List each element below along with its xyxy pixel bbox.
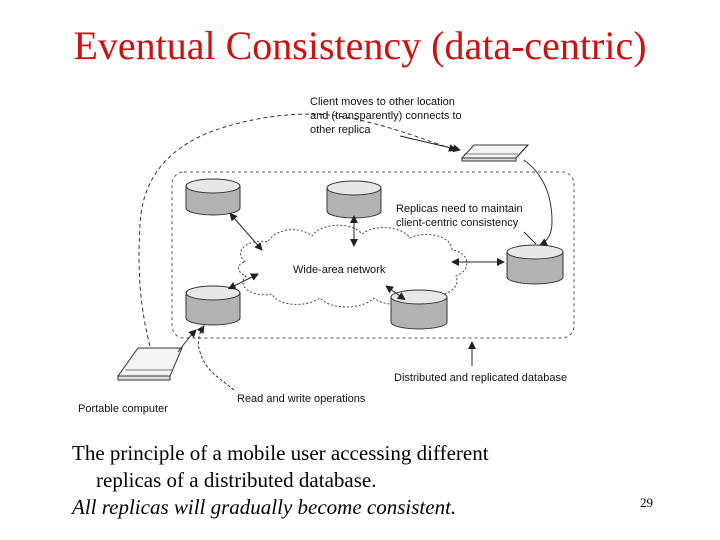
client-movement-path	[138, 113, 457, 347]
arrow-top-left-network	[229, 212, 263, 251]
label-distributed-db: Distributed and replicated database	[394, 372, 567, 384]
portable-replica-connection	[177, 329, 197, 353]
replica-top-left	[185, 178, 241, 216]
arrow-bottom-left-network	[227, 273, 259, 290]
laptop-replica-connection	[523, 159, 553, 246]
caption-line-3: All replicas will gradually become consi…	[72, 495, 457, 519]
arrow-bottom-center-network	[385, 285, 406, 301]
label-replicas-need-2: client-centric consistency	[396, 217, 519, 229]
slide-caption: The principle of a mobile user accessing…	[72, 440, 632, 521]
read-write-pointer	[196, 325, 235, 391]
label-client-moves-2: and (transparently) connects to	[310, 110, 462, 122]
replica-right	[506, 244, 564, 285]
database-boundary	[171, 171, 575, 339]
label-replicas-need-1: Replicas need to maintain	[396, 203, 523, 215]
replicas-need-pointer	[523, 231, 537, 245]
wide-area-network-cloud	[237, 224, 468, 308]
caption-line-2: replicas of a distributed database.	[96, 468, 377, 492]
slide-title: Eventual Consistency (data-centric)	[73, 23, 647, 68]
label-client-moves-1: Client moves to other location	[310, 96, 455, 108]
caption-line-1: The principle of a mobile user accessing…	[72, 441, 489, 465]
client-moves-pointer	[399, 135, 461, 153]
replica-top-center	[326, 180, 382, 219]
label-read-write: Read and write operations	[237, 393, 366, 405]
label-client-moves-3: other replica	[310, 124, 371, 136]
label-wide-area-network: Wide-area network	[293, 264, 386, 276]
label-portable-computer: Portable computer	[78, 403, 168, 415]
page-number: 29	[640, 495, 653, 510]
replica-bottom-left	[185, 285, 241, 326]
portable-computer-laptop	[117, 347, 183, 381]
laptop-top-right	[460, 144, 530, 162]
